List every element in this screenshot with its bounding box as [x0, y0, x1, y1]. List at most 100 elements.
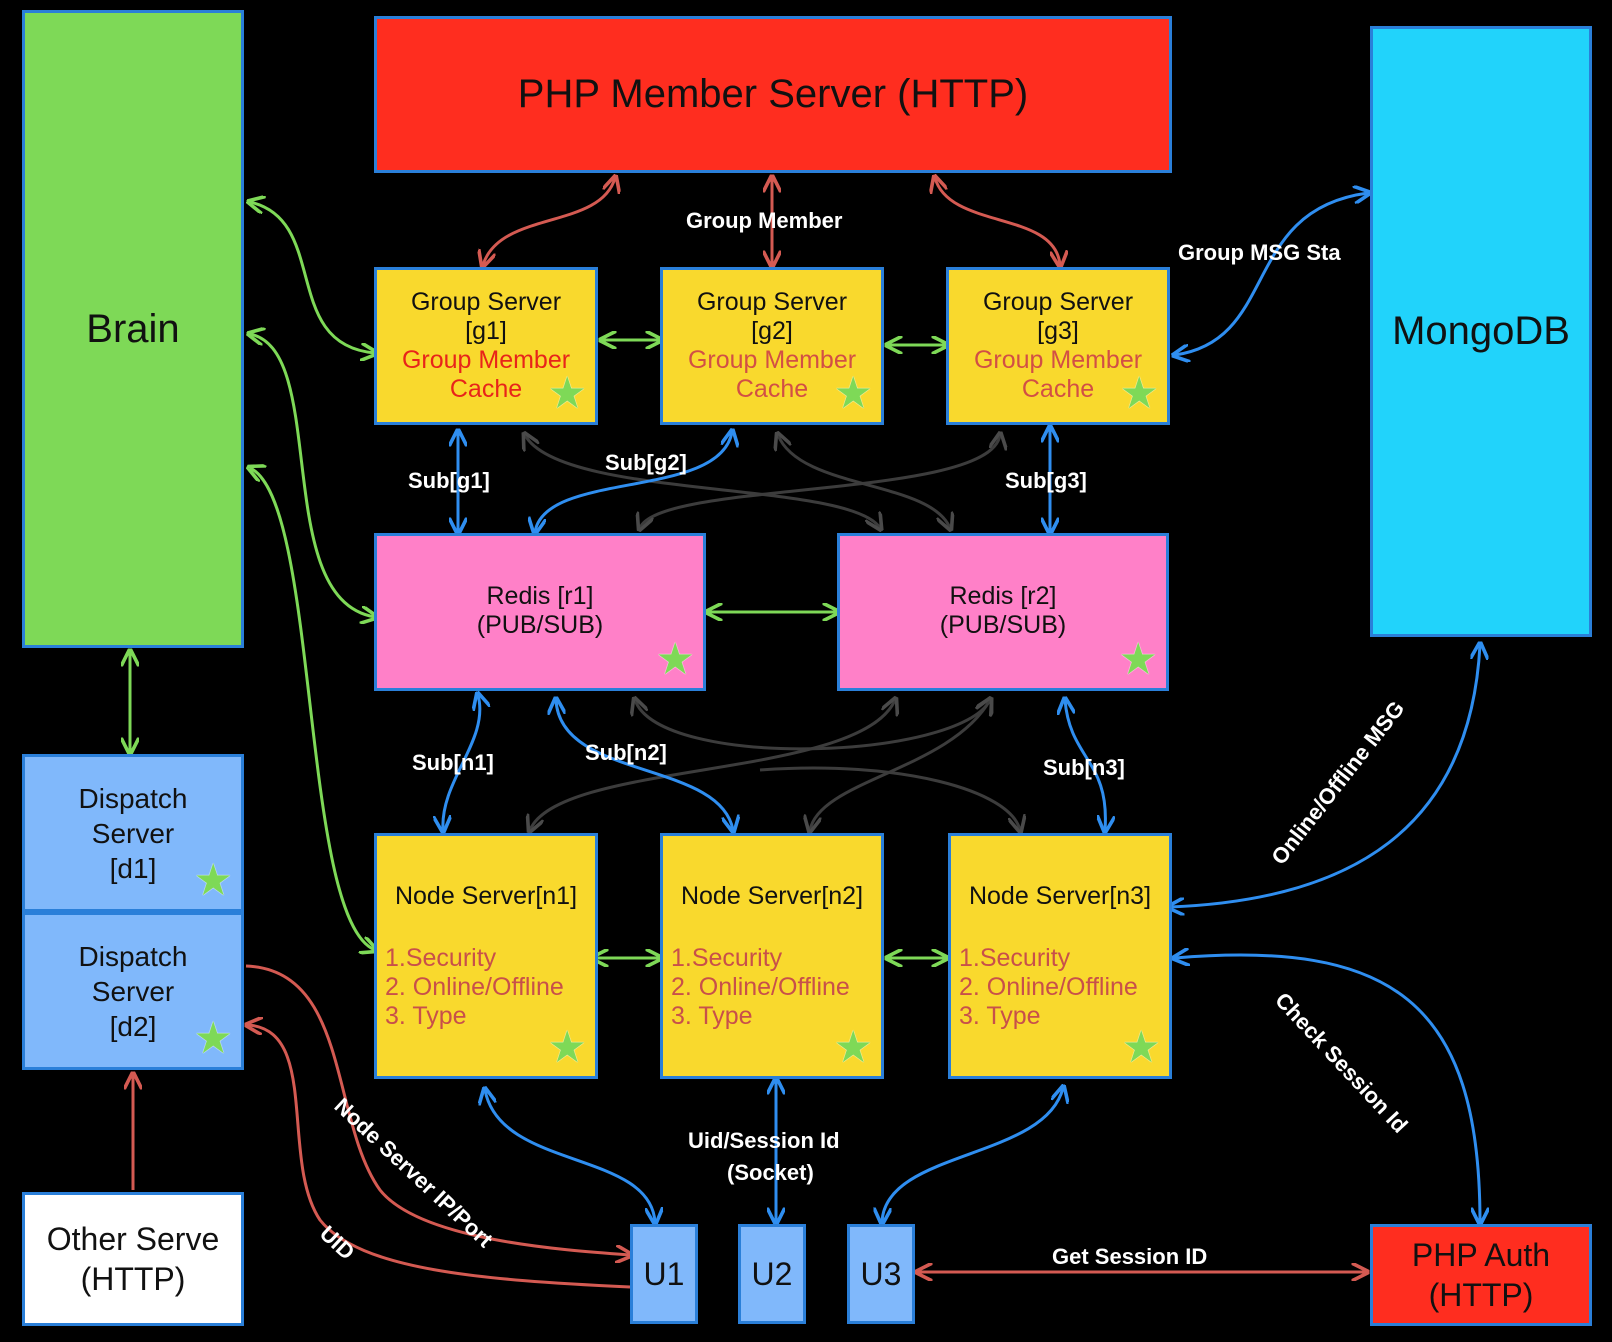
redis-r1[interactable]: Redis [r1] (PUB/SUB) ★	[374, 533, 706, 691]
node-server-title: Node Server[n2]	[680, 882, 864, 910]
star-icon: ★	[1119, 369, 1159, 418]
dispatch-id: [d1]	[109, 852, 157, 884]
arrow-n3-auth	[1175, 955, 1480, 1222]
arrow-sub-g2	[535, 432, 732, 532]
group-member-label: Group Member	[401, 346, 571, 374]
user-u1[interactable]: U1	[630, 1224, 698, 1324]
group-member-label: Group Member	[687, 346, 857, 374]
node-server-n2[interactable]: Node Server[n2] 1.Security 2. Online/Off…	[660, 833, 884, 1079]
redis-label: Redis [r2]	[949, 582, 1057, 610]
brain-box[interactable]: Brain	[22, 10, 244, 648]
cache-label: Cache	[449, 375, 523, 403]
label-sub-g1: Sub[g1]	[408, 468, 490, 493]
arrow-d2-u1-ip	[245, 964, 630, 1255]
arrow-u1-n1	[485, 1090, 655, 1222]
duty-item: 1.Security	[385, 944, 497, 972]
label-get-session-id: Get Session ID	[1052, 1244, 1208, 1269]
group-server-label: Group Server	[410, 288, 562, 316]
group-server-g2[interactable]: Group Server [g2] Group Member Cache ★	[660, 267, 884, 425]
dispatch-label: Dispatch	[78, 782, 188, 814]
arrow-gray-2	[778, 435, 950, 528]
brain-label: Brain	[86, 306, 180, 351]
node-server-n1[interactable]: Node Server[n1] 1.Security 2. Online/Off…	[374, 833, 598, 1079]
star-icon: ★	[193, 1014, 233, 1063]
mongodb-label: MongoDB	[1392, 309, 1570, 353]
user-label: U1	[643, 1255, 685, 1292]
arrow-gray-1	[525, 435, 880, 528]
node-server-duties: 1.Security 2. Online/Offline 3. Type	[959, 944, 1138, 1031]
node-server-duties: 1.Security 2. Online/Offline 3. Type	[385, 944, 564, 1031]
php-auth-server[interactable]: PHP Auth (HTTP)	[1370, 1224, 1592, 1326]
duty-item: 3. Type	[671, 1002, 753, 1030]
other-server[interactable]: Other Serve (HTTP)	[22, 1192, 244, 1326]
star-icon: ★	[833, 369, 873, 418]
arrow-sub-n2	[556, 700, 733, 830]
arrow-gray-4	[635, 700, 990, 751]
other-server-label: Other Serve	[46, 1221, 220, 1257]
star-icon: ★	[547, 1023, 587, 1072]
arrow-gray-7	[759, 766, 1020, 830]
arrow-sub-n3	[1065, 700, 1105, 830]
arrow-brain-r1	[250, 334, 375, 617]
arrow-u3-n3	[882, 1088, 1063, 1222]
node-server-n3[interactable]: Node Server[n3] 1.Security 2. Online/Off…	[948, 833, 1172, 1079]
dispatch-label: Server	[91, 975, 175, 1007]
dispatch-label: Server	[91, 817, 175, 849]
dispatch-server-d2[interactable]: Dispatch Server [d2] ★	[22, 912, 244, 1070]
php-member-server[interactable]: PHP Member Server (HTTP)	[374, 16, 1172, 173]
label-sub-n3: Sub[n3]	[1043, 755, 1125, 780]
other-server-protocol: (HTTP)	[80, 1261, 186, 1297]
label-sub-n2: Sub[n2]	[585, 740, 667, 765]
star-icon: ★	[193, 856, 233, 905]
mongodb-box[interactable]: MongoDB	[1370, 26, 1592, 637]
cache-label: Cache	[735, 375, 809, 403]
arrow-brain-g1	[250, 202, 375, 353]
redis-r2[interactable]: Redis [r2] (PUB/SUB) ★	[837, 533, 1169, 691]
dispatch-id: [d2]	[109, 1010, 157, 1042]
user-u3[interactable]: U3	[847, 1224, 915, 1324]
star-icon: ★	[833, 1023, 873, 1072]
star-icon: ★	[655, 635, 695, 684]
star-icon: ★	[1118, 635, 1158, 684]
arrow-gray-6	[810, 700, 990, 830]
duty-item: 2. Online/Offline	[959, 973, 1138, 1001]
duty-item: 2. Online/Offline	[385, 973, 564, 1001]
arrow-u1-d2-uid	[248, 1025, 631, 1289]
duty-item: 2. Online/Offline	[671, 973, 850, 1001]
node-server-title: Node Server[n3]	[968, 882, 1152, 910]
label-sub-g2: Sub[g2]	[605, 450, 687, 475]
user-label: U2	[751, 1255, 793, 1292]
duty-item: 3. Type	[385, 1002, 467, 1030]
arrow-php-g3	[935, 178, 1060, 265]
label-group-member: Group Member	[686, 208, 843, 233]
duty-item: 1.Security	[671, 944, 783, 972]
redis-label: Redis [r1]	[486, 582, 594, 610]
group-server-g3[interactable]: Group Server [g3] Group Member Cache ★	[946, 267, 1170, 425]
arrow-g3-mongo	[1175, 193, 1368, 355]
arrow-gray-3	[640, 435, 1000, 528]
group-server-id: [g3]	[1037, 317, 1079, 345]
label-uid-session: Uid/Session Id	[688, 1128, 840, 1153]
star-icon: ★	[1121, 1023, 1161, 1072]
node-server-title: Node Server[n1]	[394, 882, 578, 910]
arrow-brain-n1	[250, 468, 375, 950]
user-label: U3	[860, 1255, 902, 1292]
label-sub-n1: Sub[n1]	[412, 750, 494, 775]
label-sub-g3: Sub[g3]	[1005, 468, 1087, 493]
group-server-id: [g1]	[465, 317, 507, 345]
label-socket: (Socket)	[727, 1160, 814, 1185]
cache-label: Cache	[1021, 375, 1095, 403]
dispatch-label: Dispatch	[78, 940, 188, 972]
arrow-n3-mongo	[1170, 645, 1480, 907]
arrow-sub-n1	[443, 695, 480, 830]
star-icon: ★	[547, 369, 587, 418]
arrow-php-g1	[483, 178, 615, 265]
user-u2[interactable]: U2	[738, 1224, 806, 1324]
redis-mode: (PUB/SUB)	[476, 611, 604, 639]
dispatch-server-d1[interactable]: Dispatch Server [d1] ★	[22, 754, 244, 912]
group-server-g1[interactable]: Group Server [g1] Group Member Cache ★	[374, 267, 598, 425]
duty-item: 1.Security	[959, 944, 1071, 972]
group-server-id: [g2]	[751, 317, 793, 345]
php-member-server-label: PHP Member Server (HTTP)	[517, 72, 1029, 116]
